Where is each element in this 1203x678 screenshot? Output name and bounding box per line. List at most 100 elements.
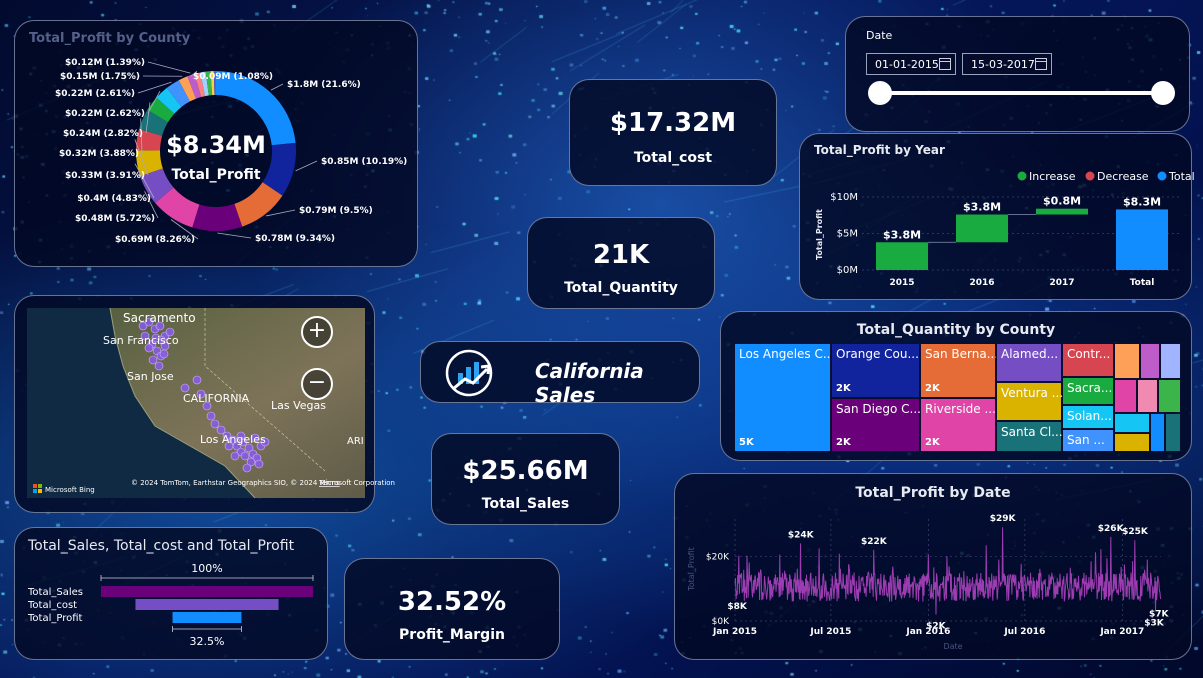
calendar-icon[interactable]: [939, 58, 951, 70]
quantity-by-county-card[interactable]: Total_Quantity by County Los Angeles C..…: [720, 311, 1192, 461]
map-location-dot[interactable]: [260, 437, 270, 447]
donut-slice[interactable]: [216, 71, 296, 146]
treemap-cell[interactable]: Santa Cl...: [996, 421, 1063, 452]
total-quantity-card[interactable]: 21K Total_Quantity: [527, 217, 715, 309]
donut-slice[interactable]: [178, 76, 197, 102]
date-slider-track[interactable]: [880, 91, 1159, 95]
map-location-dot[interactable]: [228, 435, 238, 445]
legend-item[interactable]: Increase: [1029, 170, 1076, 183]
waterfall-bar[interactable]: [876, 242, 928, 270]
donut-slice[interactable]: [213, 71, 216, 96]
date-slider-start-handle[interactable]: [868, 81, 892, 105]
end-date-input[interactable]: 15-03-2017: [962, 53, 1052, 75]
treemap-cell[interactable]: Contr...: [1062, 343, 1114, 377]
donut-slice[interactable]: [194, 72, 206, 98]
map-location-dot[interactable]: [151, 333, 161, 343]
donut-slice[interactable]: [136, 129, 163, 151]
map-location-dot[interactable]: [254, 459, 264, 469]
donut-slice[interactable]: [234, 182, 283, 227]
profit-by-county-card[interactable]: Total_Profit by County $8.34M Total_Prof…: [14, 20, 418, 267]
treemap-cell[interactable]: Riverside ...2K: [920, 398, 996, 452]
funnel-bar[interactable]: [101, 586, 313, 597]
legend-item[interactable]: Total: [1168, 170, 1195, 183]
map-location-dot[interactable]: [155, 321, 165, 331]
map-location-dot[interactable]: [192, 375, 202, 385]
profit-line-series[interactable]: [734, 527, 1162, 615]
treemap-cell[interactable]: Sacra...: [1062, 377, 1114, 405]
map-location-dot[interactable]: [138, 321, 148, 331]
funnel-bar[interactable]: [135, 599, 279, 610]
map-location-dot[interactable]: [222, 431, 232, 441]
treemap-cell[interactable]: Ventura ...: [996, 382, 1063, 421]
treemap-cell[interactable]: [1114, 433, 1150, 452]
donut-slice[interactable]: [192, 203, 243, 231]
funnel-chart[interactable]: 100% 32.5% Total_SalesTotal_costTotal_Pr…: [15, 528, 329, 661]
map-location-dot[interactable]: [246, 457, 256, 467]
donut-slice[interactable]: [200, 71, 209, 97]
treemap-cell[interactable]: [1114, 413, 1150, 433]
funnel-bar[interactable]: [172, 612, 242, 623]
map-location-dot[interactable]: [165, 327, 175, 337]
map-location-dot[interactable]: [144, 343, 154, 353]
map-location-dot[interactable]: [230, 451, 240, 461]
profit-margin-card[interactable]: 32.52% Profit_Margin: [344, 558, 560, 660]
treemap-cell[interactable]: [1140, 343, 1160, 379]
profit-by-year-card[interactable]: Total_Profit by Year Total_Profit $0M$5M…: [799, 133, 1195, 301]
treemap-cell[interactable]: [1160, 343, 1181, 379]
donut-slice[interactable]: [210, 71, 215, 96]
map-location-dot[interactable]: [236, 431, 246, 441]
california-map[interactable]: Sacramento San Francisco San Jose CALIFO…: [15, 296, 395, 514]
treemap-cell[interactable]: Alamed...: [996, 343, 1062, 382]
treemap-cell[interactable]: [1150, 413, 1165, 452]
treemap-cell[interactable]: [1158, 379, 1181, 413]
date-slider-end-handle[interactable]: [1151, 81, 1175, 105]
date-slicer-card[interactable]: Date 01-01-2015 15-03-2017: [845, 16, 1190, 132]
map-location-dot[interactable]: [240, 451, 250, 461]
map-card[interactable]: Sacramento San Francisco San Jose CALIFO…: [14, 295, 395, 514]
zoom-out-button[interactable]: −: [301, 368, 333, 400]
map-location-dot[interactable]: [216, 425, 226, 435]
treemap-cell[interactable]: [1165, 413, 1181, 452]
map-location-dot[interactable]: [250, 433, 260, 443]
profit-by-county-donut[interactable]: $8.34M Total_Profit $1.8M (21.6%)$0.85M …: [15, 21, 419, 268]
legend-item[interactable]: Decrease: [1097, 170, 1149, 183]
map-location-dot[interactable]: [196, 389, 206, 399]
waterfall-bar[interactable]: [956, 214, 1008, 243]
map-location-dot[interactable]: [206, 411, 216, 421]
map-location-dot[interactable]: [210, 419, 220, 429]
profit-by-date-card[interactable]: Total_Profit by Date Date Total_Profit $…: [674, 473, 1192, 660]
treemap-cell[interactable]: San Diego C...2K: [831, 398, 921, 452]
donut-slice[interactable]: [187, 73, 202, 99]
map-location-dot[interactable]: [159, 349, 169, 359]
total-sales-card[interactable]: $25.66M Total_Sales: [431, 433, 620, 525]
treemap-cell[interactable]: [1114, 343, 1140, 379]
map-location-dot[interactable]: [202, 401, 212, 411]
treemap-cell[interactable]: [1114, 379, 1137, 413]
donut-slice[interactable]: [155, 187, 200, 228]
treemap-cell[interactable]: Solan...: [1062, 405, 1114, 429]
map-location-dot[interactable]: [140, 331, 150, 341]
start-date-input[interactable]: 01-01-2015: [866, 53, 956, 75]
treemap-cell[interactable]: Los Angeles C...5K: [734, 343, 834, 452]
donut-slice[interactable]: [156, 87, 182, 114]
map-location-dot[interactable]: [244, 443, 254, 453]
donut-slice[interactable]: [140, 168, 174, 204]
map-location-dot[interactable]: [154, 361, 164, 371]
map-location-dot[interactable]: [242, 463, 252, 473]
waterfall-bar[interactable]: [1116, 209, 1168, 270]
map-terms-link[interactable]: Terms: [318, 479, 340, 487]
donut-slice[interactable]: [166, 80, 190, 107]
donut-slice[interactable]: [262, 142, 296, 196]
map-location-dot[interactable]: [148, 355, 158, 365]
map-location-dot[interactable]: [144, 317, 154, 327]
zoom-in-button[interactable]: +: [301, 316, 333, 348]
treemap-cell[interactable]: San ...: [1062, 429, 1114, 452]
treemap-cell[interactable]: [1137, 379, 1158, 413]
profit-by-date-chart[interactable]: Total_Profit by Date Date Total_Profit $…: [675, 474, 1193, 661]
map-location-dot[interactable]: [180, 383, 190, 393]
profit-by-year-chart[interactable]: Total_Profit by Year Total_Profit $0M$5M…: [800, 134, 1195, 301]
store-location-dots[interactable]: [138, 317, 270, 473]
treemap-cell[interactable]: San Berna...2K: [920, 343, 998, 398]
waterfall-bar[interactable]: [1036, 208, 1088, 215]
